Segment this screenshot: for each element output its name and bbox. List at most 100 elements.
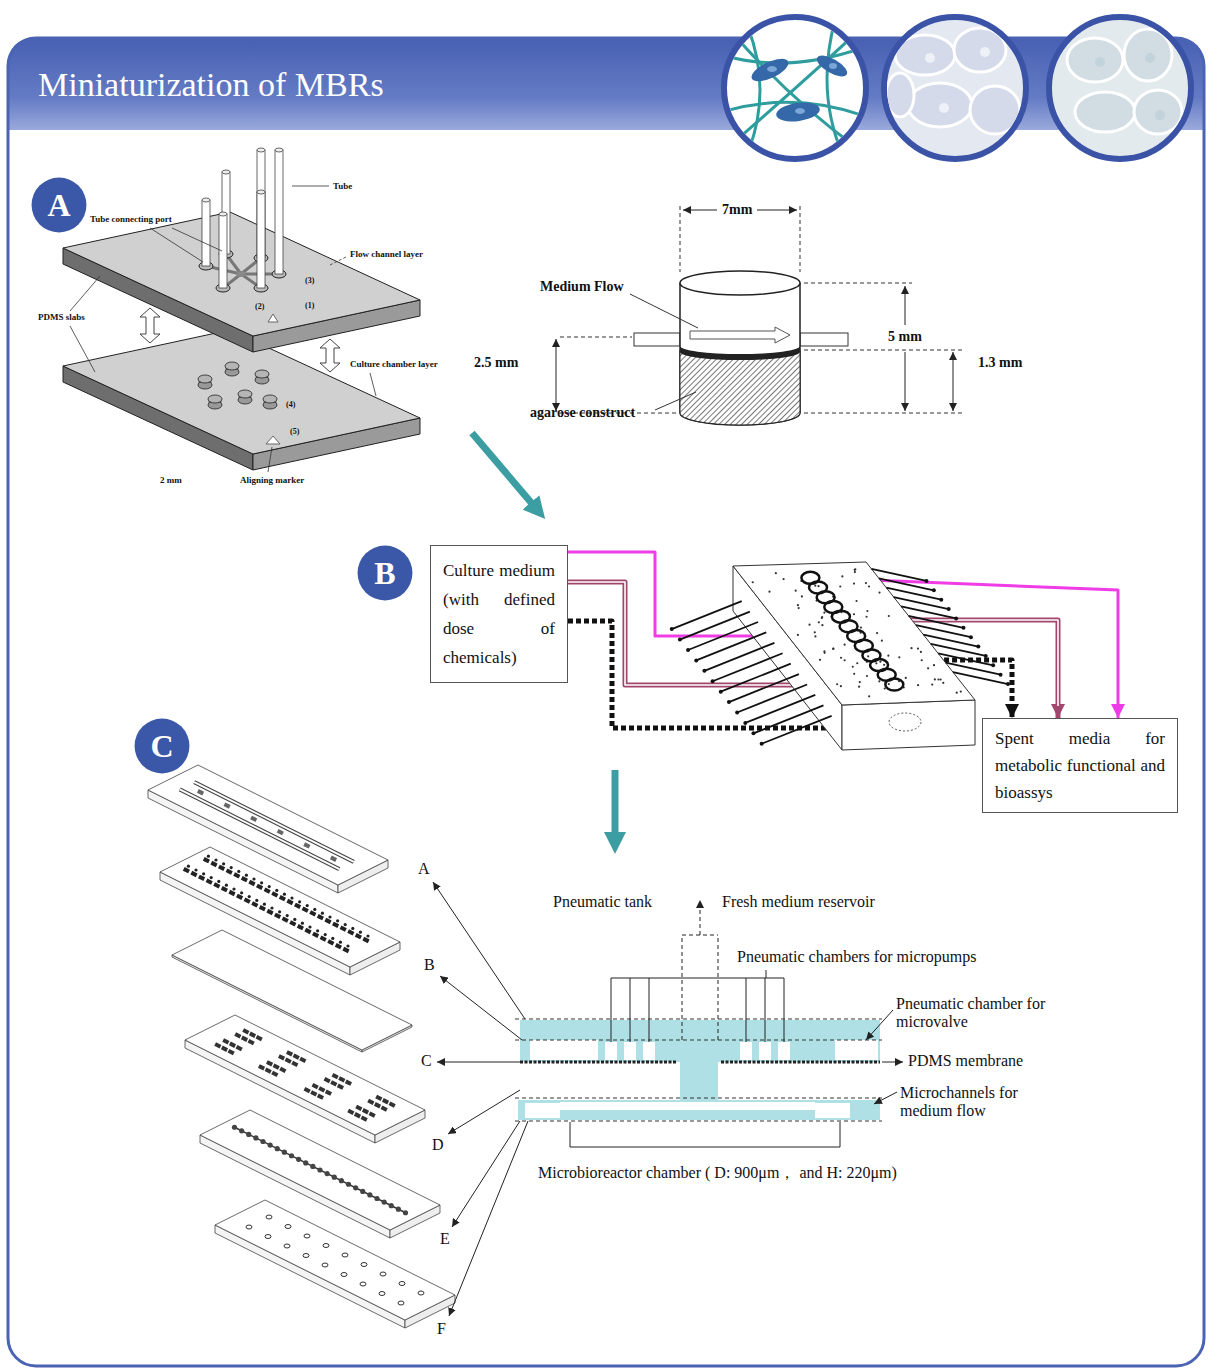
layer-plate [396,1207,401,1212]
layer-plate [250,816,257,822]
layer-plate [360,1282,366,1286]
bioreactor-array [898,656,900,658]
callout-number: (5) [289,427,300,436]
chamber-section [556,206,962,425]
layer-plate [306,904,309,907]
dimension-label: 2 mm [160,475,182,485]
leader-line [766,970,767,978]
cell-cluster [925,53,935,63]
chamber-section [757,210,797,211]
layer-plate [399,1282,405,1286]
bioreactor-array [917,647,919,649]
bioreactor-array [855,600,857,602]
layer-plate [344,923,347,926]
bioreactor-array [704,643,774,671]
layer-plate [341,1273,347,1277]
bioreactor-array [956,692,958,694]
bioreactor-array [760,742,764,746]
bioreactor-array [824,652,826,654]
cell-cluster [1124,29,1172,81]
frame [8,38,1204,1366]
cross-section [530,1040,598,1060]
bioreactor-array [711,679,715,683]
layer-plate [214,1042,221,1048]
part-label: Flow channel layer [350,249,423,259]
culture-chamber [255,370,269,378]
layer-plate [324,918,331,924]
cell-mesh [748,54,791,85]
layer-plate [303,842,310,848]
bioreactor-array [887,655,889,657]
bioreactor-array [879,661,881,663]
bioreactor-array [953,672,1008,684]
layer-plate [299,1057,306,1063]
layer-plate [249,1032,256,1038]
bioreactor-array [782,578,784,580]
layer-plate [312,1083,319,1089]
chamber-section [680,206,681,272]
cell-mesh [725,25,865,150]
layer-plate [330,856,337,862]
bioreactor-array [686,648,690,652]
leader-line [172,228,222,251]
layer-plate [360,1189,365,1194]
cross-section [721,1061,880,1064]
part-label: Microchannels for medium flow [900,1084,1070,1121]
cross-section [520,1061,677,1064]
callout-shape [135,719,190,774]
bioreactor-array [856,662,858,664]
layer-plate [271,891,278,897]
layer-plate [282,1150,287,1155]
layer-plate [286,1050,293,1056]
cell-icon [722,17,1191,160]
layer-plate [236,1045,243,1051]
bioreactor-array [947,607,951,611]
cell-cluster [939,103,949,113]
bioreactor-array [729,674,799,702]
part-label: Fresh medium reservoir [722,893,875,911]
layer-plate [313,908,316,911]
cell-cluster [886,73,914,117]
layer-plate [359,931,362,934]
layer-plate [296,1157,301,1162]
chamber-section [804,413,962,414]
layer-plate [381,1105,388,1111]
layer-plate [213,882,220,888]
bioreactor-array [832,647,834,649]
flow-line [568,552,1118,718]
layer-plate [221,886,228,892]
layer-letter: B [424,956,435,974]
leader-line [70,276,100,311]
leader-line [866,1010,893,1040]
leader-line [718,935,719,1040]
layer-plate [324,933,327,936]
process-box: Culture medium (with defined dose of che… [430,545,568,683]
layer-plate [369,1111,376,1117]
layer-plate [232,887,235,890]
bioreactor-array [927,667,929,669]
cell-cluster [1075,92,1135,132]
layer-plate [187,865,190,868]
dimension-label: 5 mm [888,329,922,345]
bioreactor-array [939,598,943,602]
layer-plate [318,1086,325,1092]
bioreactor-array [768,591,770,593]
bioreactor-array [762,716,832,744]
layer-plate [330,1080,337,1086]
bioreactor-array [751,731,755,735]
layer-plate [194,782,354,862]
layer-plate [226,868,233,874]
layer-plate [418,1291,424,1295]
bioreactor-array [878,680,880,682]
part-label: Medium Flow [540,279,624,295]
cross-section [515,1040,882,1041]
bioreactor-array [942,682,944,684]
layer-letter: E [440,1230,450,1248]
cell-mesh [745,20,760,160]
callout-shape [358,546,413,601]
culture-chamber [266,436,280,444]
callout-letter: B [374,557,395,589]
layer-plate [337,1084,344,1090]
bioreactor-array [920,651,922,653]
bioreactor-array [939,678,941,680]
